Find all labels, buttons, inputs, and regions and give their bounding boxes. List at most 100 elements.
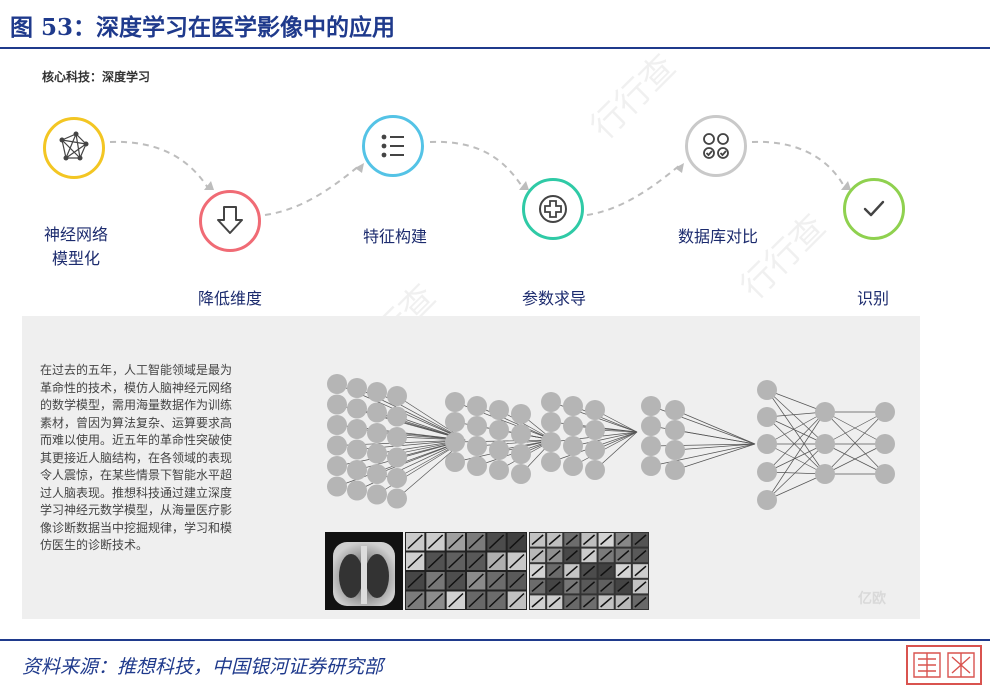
step-label-database: 数据库对比 (677, 227, 758, 246)
filter-stroke (617, 596, 630, 608)
filter-stroke (582, 550, 596, 561)
network-node (489, 440, 509, 460)
network-edge (674, 429, 756, 445)
network-node (367, 484, 387, 505)
network-node (641, 436, 661, 456)
network-node (367, 402, 387, 423)
filter-stroke (448, 534, 464, 550)
filter-stroke (600, 596, 613, 608)
network-edge (766, 416, 826, 445)
step-derive-node (522, 178, 584, 240)
network-node (467, 436, 487, 456)
xray-image (325, 532, 403, 610)
network-node (563, 436, 583, 456)
filter-grid-2 (529, 532, 649, 610)
network-node (445, 412, 465, 432)
network-node (641, 396, 661, 416)
step-label-line1: 神经网络 (43, 225, 108, 244)
filter-stroke (488, 573, 505, 589)
down-arrow-icon (217, 206, 243, 234)
network-node (541, 452, 561, 472)
filter-stroke (634, 596, 647, 608)
step-label-line2: 模型化 (51, 249, 100, 268)
network-node (347, 439, 367, 460)
network-node (387, 488, 407, 509)
network-edge (824, 443, 886, 475)
network-edge (766, 389, 826, 475)
filter-stroke (634, 581, 647, 592)
filter-stroke (582, 596, 596, 608)
filter-stroke (427, 553, 444, 569)
network-node (875, 402, 895, 422)
list-icon (381, 134, 404, 158)
filter-stroke (427, 573, 444, 589)
network-node (541, 412, 561, 432)
filter-stroke (531, 565, 544, 577)
network-edge (650, 443, 756, 467)
filter-stroke (488, 534, 505, 550)
network-node (347, 480, 367, 501)
network-node (347, 460, 367, 480)
filter-stroke (448, 553, 464, 569)
network-edge (572, 425, 638, 433)
network-node (665, 440, 685, 460)
filter-stroke (407, 573, 423, 589)
filter-stroke (548, 550, 561, 561)
filter-stroke (531, 550, 544, 561)
network-edge (674, 443, 756, 471)
filter-stroke (468, 573, 484, 589)
filter-stroke (565, 596, 578, 608)
network-edge (766, 443, 826, 473)
source-note: 资料来源：推想科技，中国银河证券研究部 (22, 656, 384, 678)
filter-grid-1 (405, 532, 527, 610)
step-network-node (43, 117, 105, 179)
subheading: 核心科技：深度学习 (42, 70, 151, 84)
network-node (665, 400, 685, 420)
description-paragraph: 在过去的五年，人工智能领域是最为革命性的技术，模仿人脑神经元网络的数学模型，需用… (40, 363, 233, 552)
network-node (467, 416, 487, 436)
network-node (367, 382, 387, 402)
filter-stroke (634, 565, 647, 577)
filter-stroke (548, 596, 561, 608)
stamp-logo (906, 645, 982, 685)
filter-stroke (548, 534, 561, 546)
filter-stroke (634, 550, 647, 561)
filter-stroke (565, 534, 578, 546)
network-node (665, 420, 685, 440)
network-node (815, 402, 835, 422)
filter-stroke (448, 573, 464, 589)
plus-circle-icon (539, 195, 567, 223)
flow-connectors (109, 140, 851, 216)
filter-stroke (548, 565, 561, 577)
network-node (367, 443, 387, 464)
network-node (387, 468, 407, 488)
network-edge (766, 411, 826, 473)
neural-network-diagram (327, 374, 895, 510)
filter-stroke (634, 534, 647, 546)
filter-stroke (531, 581, 544, 592)
network-node (467, 396, 487, 416)
network-edge (766, 443, 826, 475)
network-node (541, 432, 561, 452)
network-edge (572, 431, 638, 447)
network-node (641, 416, 661, 436)
network-node (875, 434, 895, 454)
network-edge (674, 443, 756, 451)
filter-stroke (600, 534, 613, 546)
filter-stroke (582, 534, 596, 546)
filter-stroke (531, 534, 544, 546)
network-node (815, 434, 835, 454)
watermark-logo: 亿欧 (858, 591, 886, 607)
network-edge (824, 411, 886, 445)
step-database-node (685, 115, 747, 177)
filter-stroke (617, 565, 630, 577)
filter-stroke (509, 592, 525, 608)
filter-stroke (407, 553, 423, 569)
network-node (541, 392, 561, 412)
network-node (347, 398, 367, 419)
filter-stroke (548, 581, 561, 592)
network-node (367, 423, 387, 443)
network-node (641, 456, 661, 476)
network-node (757, 407, 777, 427)
network-node (585, 460, 605, 480)
